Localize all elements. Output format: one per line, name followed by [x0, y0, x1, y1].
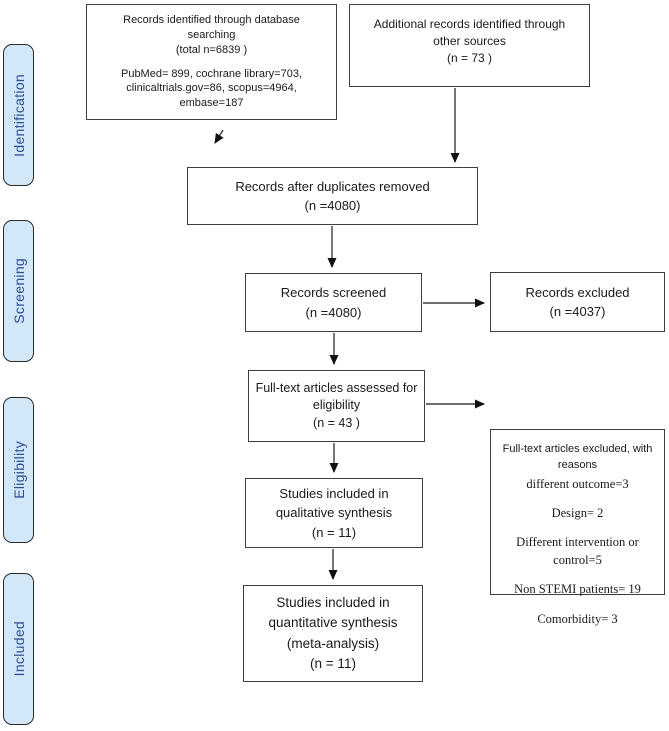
phase-label-identification: Identification: [3, 44, 34, 186]
box-line: PubMed= 899, cochrane library=703,: [120, 67, 302, 80]
box-line: embase=187: [179, 97, 244, 110]
box-line: Full-text articles assessed for: [255, 380, 418, 395]
arrow-identified-down: [214, 129, 224, 144]
box-fulltext-excluded-reasons: Full-text articles excluded, with reason…: [490, 429, 665, 626]
box-line: other sources: [433, 33, 506, 48]
box-line: (total n=6839 ): [175, 43, 248, 56]
box-line: clinicaltrials.gov=86, scopus=4964,: [126, 82, 297, 95]
box-line: quantitative synthesis: [268, 615, 398, 631]
box-quantitative-synthesis: Studies included in quantitative synthes…: [243, 585, 423, 682]
box-line: Additional records identified through: [373, 17, 566, 31]
box-line: Records identified through database: [123, 13, 300, 26]
box-line: (meta-analysis): [286, 635, 380, 651]
phase-label-included: Included: [3, 573, 34, 725]
phase-label-text: Identification: [10, 73, 27, 157]
box-records-identified: Records identified through database sear…: [86, 4, 337, 120]
box-line: Studies included in: [276, 595, 390, 610]
box-line: qualitative synthesis: [275, 505, 393, 521]
box-fulltext-assessed: Full-text articles assessed for eligibil…: [248, 370, 425, 442]
phase-label-text: Included: [10, 621, 27, 677]
phase-label-text: Eligibility: [10, 441, 27, 499]
box-line: (n = 73 ): [446, 50, 493, 65]
box-line: reasons: [557, 458, 598, 471]
box-line: searching: [187, 28, 236, 41]
exclusion-reason: Comorbidity= 3: [537, 611, 618, 626]
box-qualitative-synthesis: Studies included in qualitative synthesi…: [245, 478, 423, 548]
exclusion-reason: different outcome=3: [526, 476, 629, 491]
box-line: (n = 11): [311, 524, 357, 540]
box-line: (n = 11): [310, 655, 356, 671]
box-records-excluded: Records excluded (n =4037): [490, 272, 665, 332]
box-records-screened: Records screened (n =4080): [245, 273, 422, 332]
box-line: Records after duplicates removed: [235, 178, 430, 194]
box-line: (n =4037): [549, 304, 606, 319]
box-line: (n =4080): [305, 304, 362, 320]
box-line: (n = 43 ): [313, 415, 360, 430]
phase-label-screening: Screening: [3, 220, 34, 362]
phase-label-eligibility: Eligibility: [3, 397, 34, 543]
box-line: Records excluded: [525, 284, 630, 300]
box-additional-records: Additional records identified through ot…: [349, 4, 590, 87]
box-line: Studies included in: [279, 485, 389, 501]
phase-label-text: Screening: [10, 258, 27, 324]
exclusion-reason: Non STEMI patients= 19: [514, 582, 641, 597]
box-line: (n =4080): [304, 198, 361, 213]
box-line: eligibility: [312, 398, 361, 413]
exclusion-reason: Different intervention or control=5: [516, 535, 639, 568]
exclusion-reason: Design= 2: [551, 506, 604, 520]
box-duplicates-removed: Records after duplicates removed (n =408…: [187, 167, 478, 225]
box-line: Records screened: [280, 285, 387, 300]
box-line: Full-text articles excluded, with: [502, 443, 653, 455]
